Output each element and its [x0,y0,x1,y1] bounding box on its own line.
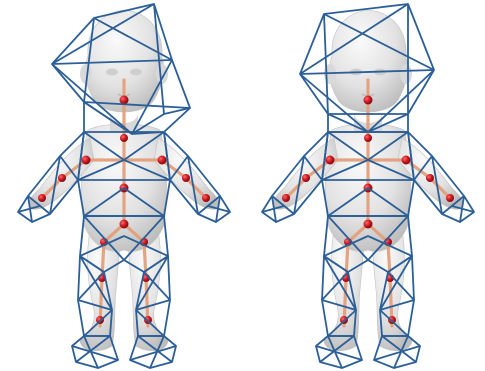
panel-right [262,4,474,368]
skeleton-left [38,80,210,326]
skeleton-right [282,80,454,326]
panel-left [18,4,230,368]
